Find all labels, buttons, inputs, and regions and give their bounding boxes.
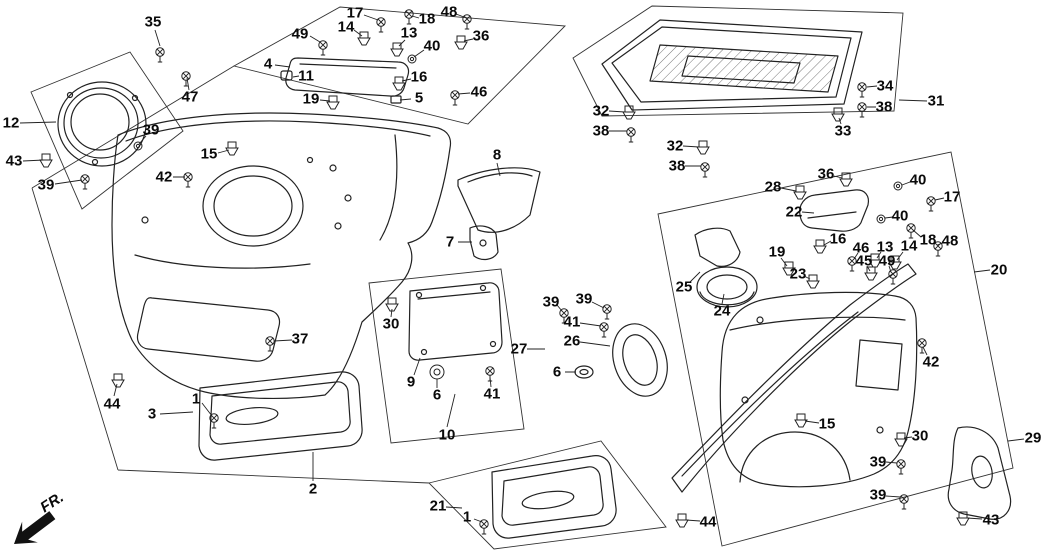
callout-24-65: 24 — [713, 302, 731, 320]
callout-19-13: 19 — [302, 90, 320, 108]
callout-39-19: 39 — [37, 176, 55, 194]
callout-18-54: 18 — [919, 231, 937, 249]
part-bottom-pocket-bin — [491, 455, 617, 539]
part-left-pocket-bin — [198, 371, 363, 461]
callout-28-51: 28 — [764, 178, 782, 196]
callout-46-15: 46 — [470, 83, 488, 101]
callout-39-71: 39 — [869, 453, 887, 471]
callout-17-50: 17 — [943, 188, 961, 206]
part-rear-shelf — [601, 19, 863, 111]
callout-25-64: 25 — [675, 278, 693, 296]
callout-27-38: 27 — [510, 340, 528, 358]
part-left-quarter-trim-panel — [111, 112, 452, 400]
callout-5-14: 5 — [414, 89, 424, 107]
callout-37-24: 37 — [291, 330, 309, 348]
callout-7-23: 7 — [445, 233, 455, 251]
callout-34-44: 34 — [876, 77, 894, 95]
callout-32-42: 32 — [666, 137, 684, 155]
callout-22-52: 22 — [785, 203, 803, 221]
front-direction-arrow — [14, 511, 56, 544]
callout-44-76: 44 — [699, 513, 717, 531]
part-small-bracket — [469, 225, 499, 261]
callout-1-75: 1 — [462, 508, 472, 526]
callout-35-0: 35 — [144, 13, 162, 31]
part-shelf-lid — [280, 57, 410, 104]
callout-45-60: 45 — [855, 252, 873, 270]
callout-3-27: 3 — [147, 405, 157, 423]
callout-2-29: 2 — [308, 480, 318, 498]
callout-38-41: 38 — [592, 122, 610, 140]
callout-12-16: 12 — [2, 114, 20, 132]
callout-19-62: 19 — [768, 243, 786, 261]
callout-23-63: 23 — [789, 265, 807, 283]
callout-33-46: 33 — [834, 122, 852, 140]
callout-16-11: 16 — [410, 68, 428, 86]
callout-44-26: 44 — [103, 395, 121, 413]
part-right-quarter-trim-panel — [719, 291, 918, 488]
callout-49-4: 49 — [291, 25, 309, 43]
callout-leader-lines — [19, 13, 1025, 523]
callout-11-10: 11 — [298, 67, 314, 85]
assembly-boundary-boxes — [30, 5, 1014, 550]
callout-14-5: 14 — [337, 18, 355, 36]
callout-38-43: 38 — [668, 157, 686, 175]
callout-20-66: 20 — [990, 261, 1008, 279]
callout-41-32: 41 — [483, 385, 501, 403]
callout-38-45: 38 — [875, 98, 893, 116]
callout-39-34: 39 — [542, 293, 560, 311]
callout-21-74: 21 — [429, 497, 447, 515]
callout-9-30: 9 — [406, 373, 416, 391]
callout-39-35: 39 — [575, 290, 593, 308]
callout-49-61: 49 — [878, 252, 896, 270]
part-speaker-bezel — [57, 81, 147, 167]
callout-6-31: 6 — [432, 386, 442, 404]
callout-40-7: 40 — [423, 37, 441, 55]
callout-31-47: 31 — [927, 92, 945, 110]
callout-10-33: 10 — [438, 426, 456, 444]
callout-14-59: 14 — [900, 237, 918, 255]
callout-36-48: 36 — [817, 165, 835, 183]
callout-29-70: 29 — [1024, 429, 1042, 447]
callout-6-39: 6 — [552, 363, 562, 381]
callout-39-72: 39 — [869, 486, 887, 504]
callout-47-12: 47 — [181, 88, 199, 106]
callout-4-9: 4 — [263, 55, 273, 73]
callout-46-57: 46 — [852, 239, 870, 257]
callout-26-37: 26 — [563, 332, 581, 350]
part-rear-corner-bracket — [947, 426, 1012, 520]
callout-48-3: 48 — [440, 3, 458, 21]
part-speaker-housing — [694, 227, 758, 308]
callout-39-17: 39 — [142, 121, 160, 139]
callout-8-22: 8 — [492, 146, 502, 164]
callout-30-69: 30 — [911, 427, 929, 445]
callout-42-21: 42 — [155, 168, 173, 186]
callout-40-49: 40 — [909, 171, 927, 189]
callout-16-56: 16 — [829, 230, 847, 248]
callout-43-73: 43 — [982, 511, 1000, 529]
callout-41-36: 41 — [563, 313, 581, 331]
callout-48-55: 48 — [941, 232, 959, 250]
callout-40-53: 40 — [891, 207, 909, 225]
fastener-icons — [39, 9, 970, 535]
callout-17-1: 17 — [346, 4, 364, 22]
part-side-garnish-strip — [671, 263, 917, 493]
part-pocket-lid — [457, 167, 541, 233]
part-trim-plate — [408, 282, 503, 361]
callout-43-18: 43 — [5, 152, 23, 170]
callout-30-25: 30 — [382, 315, 400, 333]
part-speaker-surround — [574, 323, 668, 397]
callout-42-67: 42 — [922, 353, 940, 371]
callout-15-20: 15 — [200, 145, 218, 163]
callout-13-6: 13 — [400, 24, 418, 42]
callout-15-68: 15 — [818, 415, 836, 433]
callout-13-58: 13 — [876, 238, 894, 256]
callout-36-8: 36 — [472, 27, 490, 45]
callout-1-28: 1 — [191, 390, 201, 408]
part-access-lid — [799, 189, 870, 232]
callout-18-2: 18 — [418, 10, 436, 28]
callout-32-40: 32 — [592, 102, 610, 120]
